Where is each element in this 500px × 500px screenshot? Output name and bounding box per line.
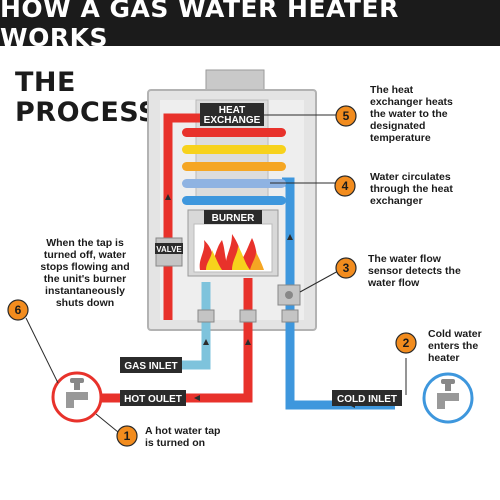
step-2-number: 2	[403, 336, 410, 350]
hot-fitting	[239, 309, 257, 323]
heat-exchange-label-line1: HEAT	[219, 105, 245, 116]
step-4-description: Water circulates through the heat exchan…	[370, 171, 453, 207]
hot-outlet-label: HOT OULET	[124, 394, 182, 405]
step-1-line1: A hot water tap	[145, 425, 221, 437]
step-1-number: 1	[124, 429, 131, 443]
burner-label: BURNER	[212, 213, 256, 224]
step-6-number: 6	[15, 303, 22, 317]
step-badge-4: 4	[334, 175, 356, 197]
step-6-line1: When the tap is	[46, 237, 124, 249]
step-2-line3: heater	[428, 352, 460, 364]
flow-sensor-icon	[277, 284, 301, 306]
step-badge-5: 5	[335, 105, 357, 127]
gas-inlet-label-bg	[120, 357, 182, 373]
heat-exchange-label-line2: EXCHANGE	[204, 115, 261, 126]
step-3-line1: The water flow	[368, 253, 441, 265]
coil-orange	[182, 162, 286, 171]
step-badge-3: 3	[335, 257, 357, 279]
step-6-line6: shuts down	[55, 297, 115, 309]
cold-fitting	[281, 309, 299, 323]
section-heading-line1: THE	[15, 67, 76, 98]
step-1-description: A hot water tap is turned on	[145, 425, 220, 449]
step-5-number: 5	[343, 109, 350, 123]
heat-exchange-label-bg	[200, 103, 264, 126]
step-6-line4: the unit's burner	[43, 273, 127, 285]
step-4-line1: Water circulates	[370, 171, 451, 183]
coil-blue	[182, 196, 286, 205]
cold-inlet-label: COLD INLET	[337, 394, 397, 405]
section-heading-line2: PROCESS	[15, 97, 158, 128]
section-heading: THE PROCESS	[15, 68, 158, 128]
leader-lines	[25, 114, 407, 433]
valve-label-bg	[155, 243, 183, 254]
hot-tap-icon	[51, 371, 103, 423]
cold-inlet-label-bg	[332, 390, 402, 406]
step-3-description: The water flow sensor detects the water …	[368, 253, 461, 289]
flame-icon	[199, 234, 264, 270]
coil-lightblue	[182, 179, 286, 188]
cold-tap-icon	[422, 372, 474, 424]
step-5-line5: temperature	[370, 132, 431, 144]
step-badge-1: 1	[116, 425, 138, 447]
step-6-line2: turned off, water	[43, 249, 127, 261]
coil-yellow	[182, 145, 286, 154]
gas-inlet-label: GAS INLET	[124, 361, 177, 372]
step-2-description: Cold water enters the heater	[428, 328, 482, 364]
step-4-number: 4	[342, 179, 349, 193]
page-title: HOW A GAS WATER HEATER WORKS	[0, 0, 399, 52]
hot-outlet-label-bg	[120, 390, 186, 406]
step-5-line1: The heat	[370, 84, 414, 96]
step-5-description: The heat exchanger heats the water to th…	[370, 84, 453, 144]
step-5-line3: the water to the	[370, 108, 448, 120]
step-1-line2: is turned on	[145, 437, 206, 449]
gas-fitting	[197, 309, 215, 323]
step-badge-6: 6	[7, 299, 29, 321]
step-6-line3: stops flowing and	[40, 261, 130, 273]
step-3-line2: sensor detects the	[368, 265, 461, 277]
step-3-line3: water flow	[368, 277, 420, 289]
step-6-description: When the tap is turned off, water stops …	[30, 237, 140, 309]
step-5-line2: exchanger heats	[370, 96, 453, 108]
exhaust-flue	[205, 69, 265, 93]
step-badge-2: 2	[395, 332, 417, 354]
step-3-number: 3	[343, 261, 350, 275]
step-5-line4: designated	[370, 120, 426, 132]
valve-label: VALVE	[156, 245, 182, 254]
step-6-line5: instantaneously	[45, 285, 125, 297]
burner-label-bg	[204, 210, 262, 224]
step-4-line3: exchanger	[370, 195, 423, 207]
step-2-line1: Cold water	[428, 328, 482, 340]
step-4-line2: through the heat	[370, 183, 453, 195]
step-2-line2: enters the	[428, 340, 479, 352]
coil-red	[182, 128, 286, 137]
title-banner: HOW A GAS WATER HEATER WORKS	[0, 0, 500, 52]
